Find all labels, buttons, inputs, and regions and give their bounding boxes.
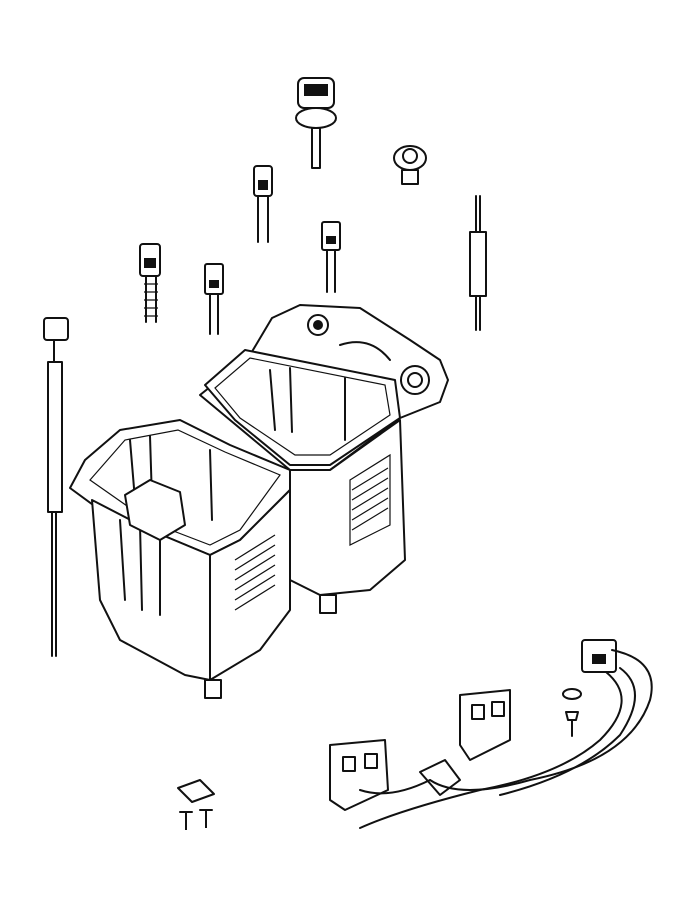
temperature-probe-small-1	[204, 263, 224, 335]
temperature-probe-left	[139, 243, 161, 323]
temperature-probe-center	[253, 165, 273, 243]
main-housing	[69, 304, 449, 699]
clip-with-screws	[177, 779, 215, 830]
screw-with-washer	[562, 688, 582, 737]
wire-harness	[329, 639, 653, 829]
heating-rod-right	[469, 195, 487, 331]
temperature-probe-small-2	[321, 221, 341, 293]
thermostat-knob	[295, 77, 337, 169]
pilot-light	[393, 145, 427, 185]
heating-rod-left	[43, 317, 69, 657]
